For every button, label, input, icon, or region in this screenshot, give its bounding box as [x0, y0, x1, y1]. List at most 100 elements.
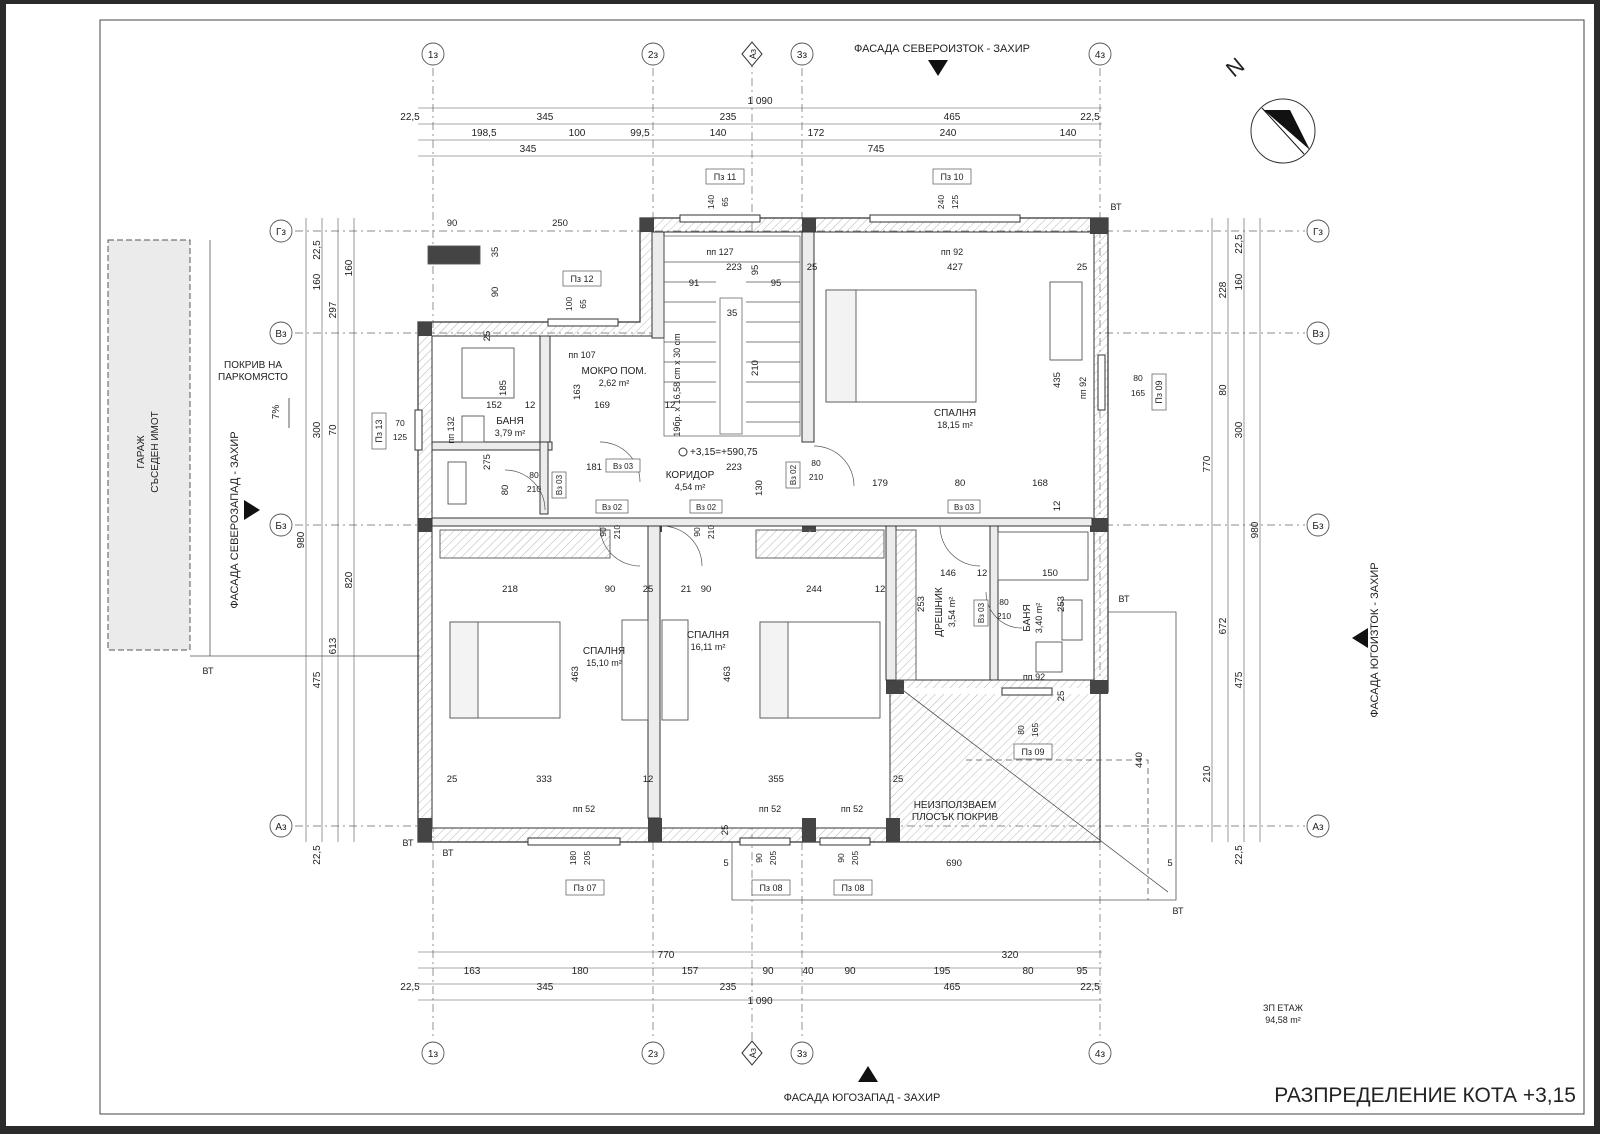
dim-bottom-r3-2: 235	[720, 982, 737, 993]
dim-bottom-r2-7: 80	[1022, 966, 1034, 977]
room-name-bedroom-ne: СПАЛНЯ	[934, 408, 976, 419]
dim-left-7: 820	[344, 571, 355, 588]
axis-row-a-left: Аз	[275, 822, 287, 833]
dim-bottom-r3-3: 465	[944, 982, 961, 993]
door-tag-5: Вз 03	[954, 503, 975, 512]
dim-bottom-r3-4: 22,5	[1080, 982, 1100, 993]
axis-col-4-bottom: 4з	[1095, 1049, 1106, 1060]
sill-4: пп 92	[1078, 377, 1088, 399]
opening-size-14: 90	[598, 527, 608, 537]
dim-top-r1-1: 345	[537, 112, 554, 123]
inner-dim-48: 440	[1134, 752, 1145, 768]
axis-row-v-right: Вз	[1312, 329, 1324, 340]
dim-top-r2-6: 140	[1060, 128, 1077, 139]
facade-label-left: ФАСАДА СЕВЕРОЗАПАД - ЗАХИР	[229, 431, 241, 608]
inner-dim-21: 80	[500, 485, 511, 496]
garage-neighbor	[107, 239, 191, 651]
opening-size-11: 210	[527, 484, 541, 494]
unused-roof-label-2: ПЛОСЪК ПОКРИВ	[912, 812, 999, 823]
room-name-bath-w: БАНЯ	[496, 416, 523, 427]
room-name-corridor: КОРИДОР	[666, 470, 715, 481]
room-name-bedroom-s: СПАЛНЯ	[687, 630, 729, 641]
dim-left-4: 300	[312, 421, 323, 438]
inner-dim-27: 12	[1052, 501, 1063, 512]
facade-label-right: ФАСАДА ЮГОИЗТОК - ЗАХИР	[1369, 562, 1381, 717]
dim-left-2: 297	[328, 301, 339, 318]
dim-right-8: 475	[1234, 671, 1245, 688]
dim-left-6: 980	[296, 531, 307, 548]
axis-col-1-top: 1з	[428, 50, 439, 61]
dim-top-r1-4: 22,5	[1080, 112, 1100, 123]
inner-dim-50: 5	[723, 858, 728, 869]
opening-size-4: 100	[564, 297, 574, 311]
inner-dim-33: 90	[701, 584, 712, 595]
inner-dim-47: 25	[893, 774, 904, 785]
door-tag-4: Вз 02	[789, 464, 798, 485]
level-mark: +3,15=+590,75	[690, 447, 758, 458]
inner-dim-15: 12	[525, 400, 536, 411]
inner-dim-4: 223	[726, 262, 742, 273]
inner-dim-31: 25	[643, 584, 654, 595]
window-tag-6: Пз 07	[573, 883, 596, 893]
windows	[414, 214, 1106, 846]
window-tag-2: Пз 12	[570, 274, 593, 284]
axis-row-g-right: Гз	[1313, 227, 1323, 238]
dim-bottom-total: 1 090	[747, 996, 772, 1007]
inner-dim-13: 435	[1052, 372, 1063, 388]
dim-bottom-r3-0: 22,5	[400, 982, 420, 993]
vt-tag-1: ВТ	[1111, 202, 1122, 212]
dim-bottom-r3-1: 345	[537, 982, 554, 993]
drawing-frame	[99, 19, 1585, 1115]
inner-dim-2: 35	[490, 247, 501, 258]
opening-size-8: 80	[1133, 373, 1143, 383]
inner-dim-44: 12	[643, 774, 654, 785]
vt-tag-6: ВТ	[1173, 906, 1184, 916]
inner-dim-34: 244	[806, 584, 822, 595]
roof-parking-label-1: ПОКРИВ НА	[224, 360, 282, 371]
inner-dim-14: 152	[486, 400, 502, 411]
facade-label-bottom: ФАСАДА ЮГОЗАПАД - ЗАХИР	[784, 1092, 941, 1104]
dim-bottom-r2-0: 163	[464, 966, 481, 977]
furniture	[427, 245, 1089, 721]
opening-size-2: 240	[936, 195, 946, 209]
axis-col-3-top: 3з	[797, 50, 808, 61]
inner-dim-9: 427	[947, 262, 963, 273]
facade-arrow-bottom	[858, 1066, 878, 1082]
dim-right-1: 160	[1234, 273, 1245, 290]
room-area-bedroom-ne: 18,15 m²	[937, 420, 973, 430]
area-note-value: 94,58 m²	[1265, 1015, 1301, 1025]
inner-dim-53: 25	[1056, 691, 1067, 702]
roof-parking-label-2: ПАРКОМЯСТО	[218, 372, 288, 383]
inner-dim-38: 150	[1042, 568, 1058, 579]
inner-dim-8: 95	[771, 278, 782, 289]
inner-dim-52: 25	[720, 825, 731, 836]
dim-top-r2-4: 172	[808, 128, 825, 139]
opening-size-27: 205	[850, 851, 860, 865]
opening-size-21: 165	[1030, 723, 1040, 737]
opening-size-20: 80	[1016, 725, 1026, 735]
axis-row-v-left: Вз	[275, 329, 287, 340]
axis-row-g-left: Гз	[276, 227, 286, 238]
svg-text:Аз: Аз	[748, 49, 758, 59]
room-area-bedroom-w: 15,10 m²	[586, 658, 622, 668]
axis-col-1-bottom: 1з	[428, 1049, 439, 1060]
inner-dim-24: 179	[872, 478, 888, 489]
opening-size-26: 90	[836, 853, 846, 863]
sill-8: пп 52	[841, 804, 863, 814]
dim-bottom-r1-1: 320	[1002, 950, 1019, 961]
opening-size-13: 210	[809, 472, 823, 482]
axis-col-2-bottom: 2з	[648, 1049, 659, 1060]
opening-size-3: 125	[950, 195, 960, 209]
inner-dim-29: 218	[502, 584, 518, 595]
vt-tag-3: ВТ	[403, 838, 414, 848]
inner-dim-3: 90	[490, 287, 501, 298]
dim-left-3: 160	[344, 259, 355, 276]
window-tag-3: Пз 13	[374, 419, 384, 442]
dim-top-r2-2: 99,5	[630, 128, 650, 139]
dim-top-r2-3: 140	[710, 128, 727, 139]
room-area-corridor: 4,54 m²	[675, 482, 706, 492]
section-marker-top: Аз	[741, 41, 763, 67]
opening-size-7: 125	[393, 432, 407, 442]
opening-size-18: 80	[999, 597, 1009, 607]
door-tag-6: Вз 03	[977, 602, 986, 623]
